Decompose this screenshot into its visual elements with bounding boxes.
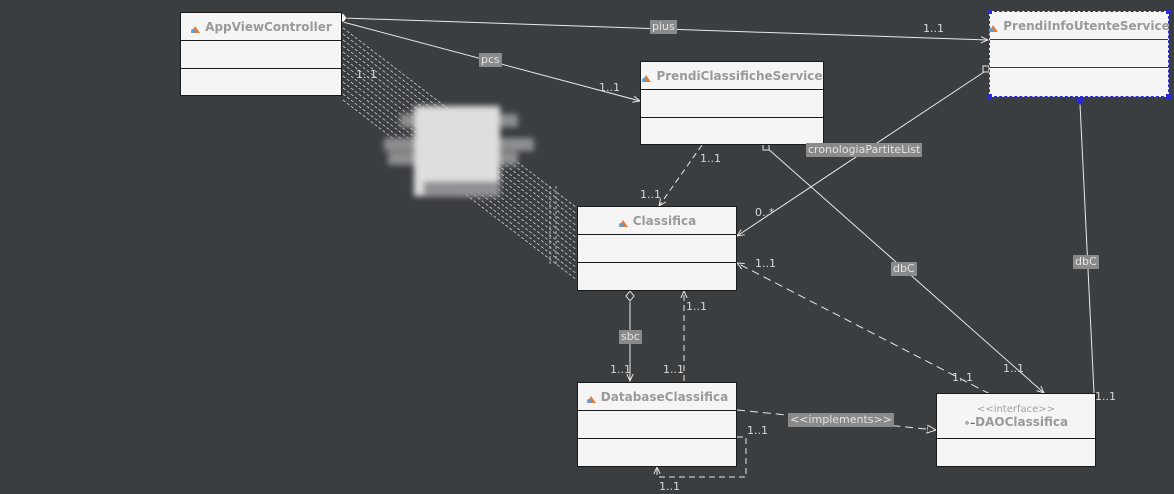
mult-sbc-end: 1..1: [610, 363, 631, 376]
operations-section: [181, 69, 341, 96]
attributes-section: [578, 235, 736, 263]
class-icon: [641, 72, 652, 82]
class-prendi-classifiche-service[interactable]: PrendiClassificheService: [640, 61, 824, 145]
class-classifica[interactable]: Classifica: [577, 206, 737, 291]
interface-dao-classifica[interactable]: <<interface>> ∘–DAOClassifica: [936, 393, 1096, 467]
class-icon: [586, 393, 597, 403]
edge-implements[interactable]: [736, 409, 936, 430]
mult-db-self-right: 1..1: [747, 424, 768, 437]
edge-pius-dao[interactable]: [1079, 103, 1095, 394]
diamond-classifica: [625, 290, 635, 302]
operations-section: [641, 118, 823, 145]
class-name: PrendiClassificheService: [656, 68, 823, 83]
mult-dbc-right-end: 1..1: [1095, 390, 1116, 403]
resize-handle-bl[interactable]: [987, 94, 992, 99]
attributes-section: [990, 40, 1168, 68]
class-prendi-info-utente-service[interactable]: PrendiInfoUtenteService: [988, 11, 1170, 97]
overlapping-labels-cluster: [384, 106, 534, 198]
mult-db-up: 1..1: [686, 300, 707, 313]
operations-section: [990, 68, 1168, 95]
class-header: AppViewController: [181, 13, 341, 41]
mult-pcs-classifica-end: 1..1: [640, 188, 661, 201]
operations-section: [937, 439, 1095, 466]
edge-dao-classifica[interactable]: [737, 263, 991, 395]
interface-stereotype: <<interface>>: [976, 403, 1056, 415]
class-header: <<interface>> ∘–DAOClassifica: [937, 394, 1095, 439]
mult-pius-classifica: 0..*: [755, 206, 775, 219]
mult-dao-classifica-end: 1..1: [952, 371, 973, 384]
label-cronologia-partite-list[interactable]: cronologiaPartiteList: [806, 143, 923, 157]
operations-section: [578, 263, 736, 290]
label-dbc-pius[interactable]: dbC: [1073, 255, 1099, 269]
attributes-section: [641, 90, 823, 118]
class-header: Classifica: [578, 207, 736, 235]
class-name: Classifica: [632, 213, 697, 228]
class-header: DatabaseClassifica: [578, 383, 736, 411]
mult-db-self-top: 1..1: [663, 363, 684, 376]
mult-pius-end: 1..1: [923, 22, 944, 35]
label-sbc[interactable]: sbc: [619, 330, 642, 344]
resize-handle-br[interactable]: [1166, 94, 1171, 99]
label-implements[interactable]: <<implements>>: [788, 413, 894, 427]
operations-section: [578, 439, 736, 466]
resize-handle-tr[interactable]: [1166, 9, 1171, 14]
mult-db-self-bottom: 1..1: [659, 480, 680, 493]
attributes-section: [181, 41, 341, 69]
resize-handle-tl[interactable]: [987, 9, 992, 14]
class-database-classifica[interactable]: DatabaseClassifica: [577, 382, 737, 467]
mult-pcs-end: 1..1: [599, 81, 620, 94]
mult-dbc-end: 1..1: [1003, 362, 1024, 375]
attributes-section: [578, 411, 736, 439]
mult-pcs-classifica-top: 1..1: [700, 152, 721, 165]
class-name: PrendiInfoUtenteService: [1003, 18, 1170, 33]
class-icon: [988, 22, 999, 32]
class-header: PrendiClassificheService: [641, 62, 823, 90]
edge-db-self[interactable]: [657, 436, 747, 478]
label-pius[interactable]: pius: [650, 20, 677, 34]
class-name: AppViewController: [205, 19, 332, 34]
class-icon: [618, 217, 629, 227]
class-name: DAOClassifica: [975, 414, 1069, 429]
class-header: PrendiInfoUtenteService: [988, 12, 1170, 40]
mult-app-side: 1..1: [356, 68, 377, 81]
label-pcs[interactable]: pcs: [479, 53, 502, 67]
class-icon: [190, 23, 201, 33]
class-name: DatabaseClassifica: [600, 389, 729, 404]
mult-classifica-right: 1..1: [755, 257, 776, 270]
label-dbc-pcs[interactable]: dbC: [891, 262, 917, 276]
interface-icon: ∘–: [963, 417, 976, 429]
edge-pcs-classifica[interactable]: [659, 144, 703, 206]
class-app-view-controller[interactable]: AppViewController: [180, 12, 342, 96]
